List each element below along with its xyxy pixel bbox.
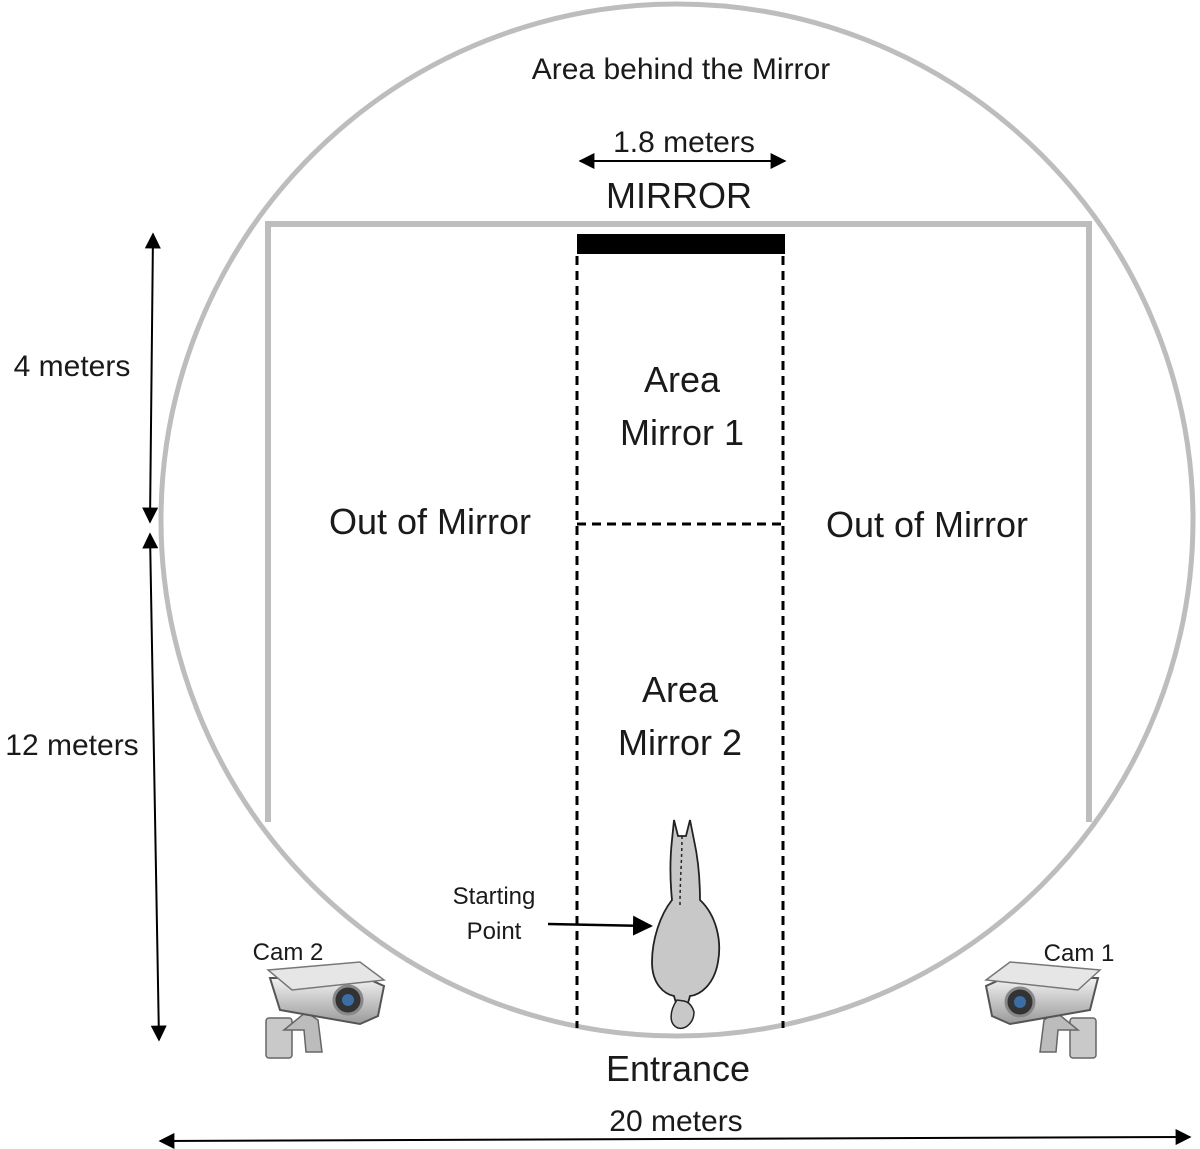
area-mirror-1-label-line2: Mirror 1 — [620, 412, 744, 453]
height-12-label: 12 meters — [5, 729, 138, 762]
starting-point-label-line1: Starting — [453, 883, 536, 910]
starting-point-label-line2: Point — [467, 918, 522, 945]
width-20-label: 20 meters — [609, 1105, 742, 1138]
out-of-mirror-right-label: Out of Mirror — [826, 504, 1028, 545]
mirror-width-label: 1.8 meters — [613, 126, 755, 159]
mirror-bar — [577, 234, 785, 254]
width-20-arrow — [158, 1129, 1192, 1149]
arena-circle — [158, 1, 1196, 1039]
area-mirror-2-label-line1: Area — [642, 669, 719, 710]
mirror-label: MIRROR — [606, 175, 752, 216]
height-4-arrow — [142, 232, 161, 524]
camera-2-icon — [265, 961, 386, 1059]
entrance-label: Entrance — [606, 1048, 750, 1089]
starting-point-arrow — [547, 915, 653, 936]
enclosure-fence — [265, 221, 1092, 822]
camera-1-icon — [984, 961, 1102, 1059]
area-mirror-2-label-line2: Mirror 2 — [618, 722, 742, 763]
area-mirror-1-label-line1: Area — [644, 359, 721, 400]
cam-2-label: Cam 2 — [253, 939, 324, 966]
height-12-arrow — [142, 532, 167, 1042]
out-of-mirror-left-label: Out of Mirror — [329, 501, 531, 542]
area-behind-mirror-label: Area behind the Mirror — [532, 53, 830, 86]
horse-top-view-icon — [651, 819, 721, 1030]
cam-1-label: Cam 1 — [1044, 940, 1115, 967]
height-4-label: 4 meters — [14, 350, 131, 383]
